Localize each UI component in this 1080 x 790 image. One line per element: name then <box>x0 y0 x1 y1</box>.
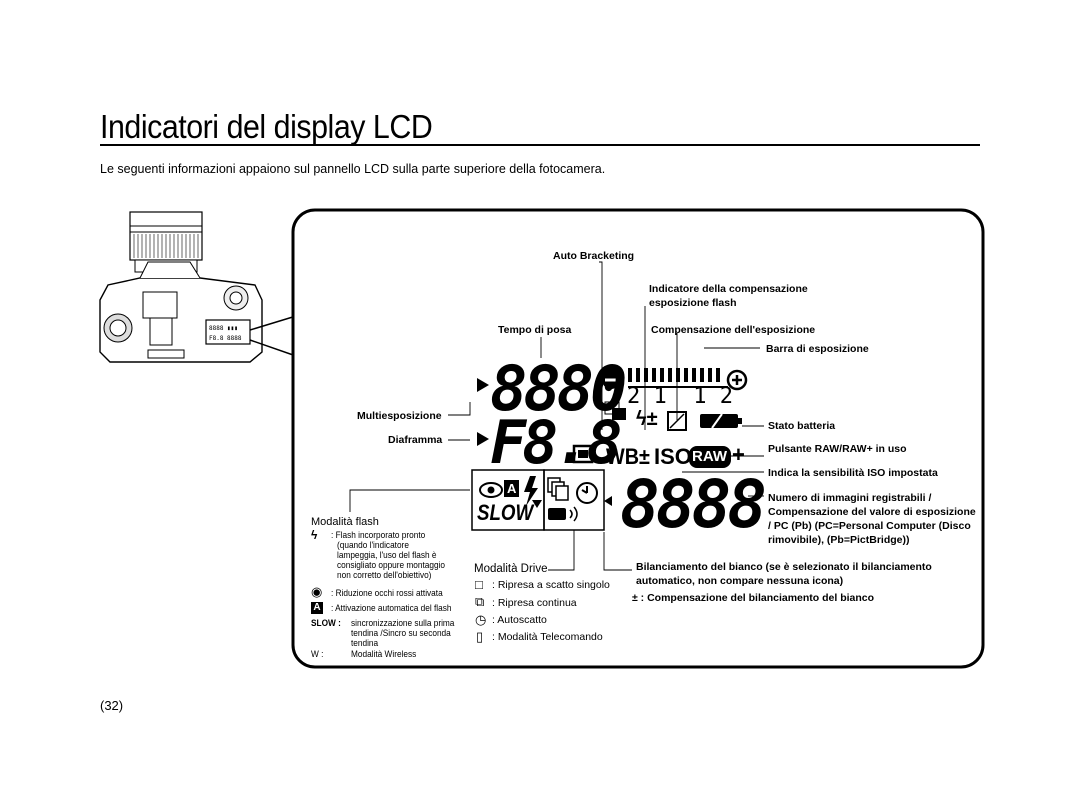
lcd-frame <box>291 208 985 669</box>
raw-plus: + <box>732 442 745 467</box>
callout-exposure-bar: Barra di esposizione <box>766 343 869 355</box>
drive-timer-label: : Autoscatto <box>492 614 547 626</box>
callout-counter-2: Compensazione del valore di esposizione <box>768 506 976 518</box>
flash-ready-line: non corretto dell'obiettivo) <box>337 570 432 580</box>
wireless-label: W : <box>311 649 324 659</box>
slow-sync-line: tendina <box>351 638 379 648</box>
callout-counter-4: rimovibile), (Pb=PictBridge)) <box>768 534 910 546</box>
wb-label: WB± <box>606 444 650 469</box>
callout-wb-1: Bilanciamento del bianco (se è seleziona… <box>636 561 932 573</box>
callout-raw-button: Pulsante RAW/RAW+ in uso <box>768 443 907 455</box>
drive-mode-heading: Modalità Drive <box>474 563 548 575</box>
callout-auto-bracketing: Auto Bracketing <box>553 250 635 262</box>
wireless-line: Modalità Wireless <box>351 649 417 659</box>
flash-ready-line: consigliato oppure montaggio <box>337 560 446 570</box>
callout-wb-comp: ± : Compensazione del bilanciamento del … <box>632 592 875 604</box>
camera-illustration: 8888 ▮▮▮ F8.8 8888 <box>99 211 263 363</box>
callout-aperture: Diaframma <box>388 434 443 446</box>
callout-wb-2: automatico, non compare nessuna icona) <box>636 575 844 587</box>
slow-sync-line: tendina /Sincro su seconda <box>351 628 451 638</box>
page-title: Indicatori del display LCD <box>100 108 433 145</box>
callout-iso: Indica la sensibilità ISO impostata <box>768 467 938 479</box>
shutter-digits: 8880 <box>490 352 627 425</box>
exposure-bar <box>602 368 748 391</box>
raw-label: RAW <box>692 448 727 465</box>
red-eye-line: : Riduzione occhi rossi attivata <box>331 588 443 598</box>
callout-multi-exposure: Multiesposizione <box>357 410 442 422</box>
iso-label: ISO <box>654 444 692 469</box>
auto-flash-icon: A <box>311 602 323 614</box>
title-rule <box>100 144 980 146</box>
red-eye-icon: ◉ <box>311 584 323 599</box>
battery-icon <box>700 413 742 429</box>
page-number: (32) <box>100 698 124 713</box>
drive-single-label: : Ripresa a scatto singolo <box>492 579 610 591</box>
callout-exposure-comp: Compensazione dell'esposizione <box>651 324 816 336</box>
flash-ready-icon: ϟ <box>311 528 318 542</box>
drive-remote-label: : Modalità Telecomando <box>492 631 603 643</box>
remote-legend-icon: ▯ <box>476 629 484 644</box>
callout-counter-3: / PC (Pb) (PC=Personal Computer (Disco <box>768 520 971 532</box>
slow-label: SLOW <box>477 500 534 525</box>
callout-flash-comp-1: Indicatore della compensazione <box>649 283 808 295</box>
flash-comp-icon: ϟ± <box>636 408 658 430</box>
callout-shutter: Tempo di posa <box>498 324 572 336</box>
callout-counter-1: Numero di immagini registrabili / <box>768 492 932 504</box>
aperture-digits: F8.8 <box>490 408 622 478</box>
drive-continuous-label: : Ripresa continua <box>492 597 577 609</box>
flash-ready-line: : Flash incorporato pronto <box>331 530 426 540</box>
counter-digits: 8888 <box>620 466 767 543</box>
auto-flash-line: : Attivazione automatica del flash <box>331 603 452 613</box>
intro-text: Le seguenti informazioni appaiono sul pa… <box>100 162 606 176</box>
single-shot-legend-icon: □ <box>475 577 483 592</box>
slow-sync-line: sincronizzazione sulla prima <box>351 618 455 628</box>
svg-text:F8.8 8888: F8.8 8888 <box>209 335 242 342</box>
raw-badge <box>689 446 731 468</box>
callout-battery: Stato batteria <box>768 420 836 432</box>
svg-text:8888 ▮▮▮: 8888 ▮▮▮ <box>209 325 238 332</box>
flash-ready-line: lampeggia, l'uso del flash è <box>337 550 437 560</box>
bracket-digits: 2 1 1 2 <box>627 384 733 409</box>
callout-flash-comp-2: esposizione flash <box>649 297 737 309</box>
self-timer-legend-icon: ◷ <box>475 612 487 627</box>
slow-sync-label: SLOW : <box>311 618 341 628</box>
flash-auto-label: A <box>507 481 517 496</box>
flash-mode-heading: Modalità flash <box>311 516 379 528</box>
flash-ready-line: (quando l'indicatore <box>337 540 409 550</box>
continuous-legend-icon: ⧉ <box>475 594 485 609</box>
